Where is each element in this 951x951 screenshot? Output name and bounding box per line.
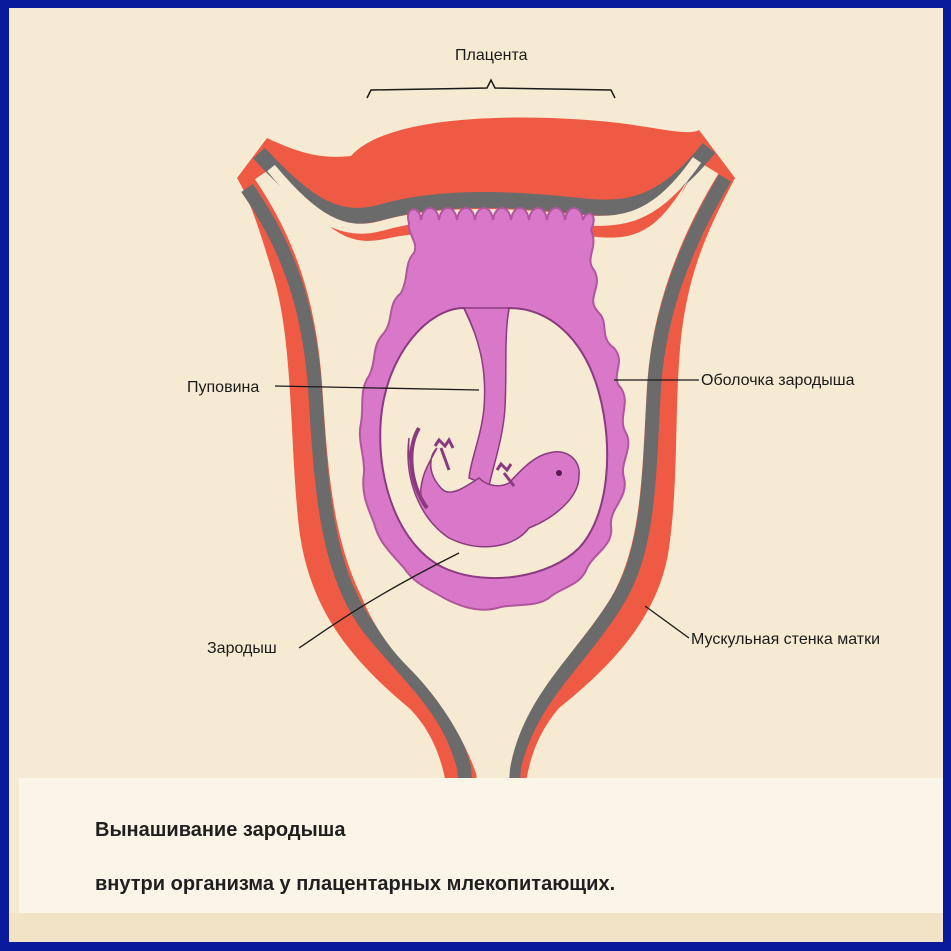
label-placenta: Плацента [455,47,528,64]
caption-line-1: Вынашивание зародыша [95,819,346,841]
label-uterus-wall: Мускульная стенка матки [691,631,880,648]
caption-backdrop [19,778,943,928]
uterus-diagram: Плацента Пуповина Оболочка зародыша Заро… [9,8,943,942]
leader-uterus-wall [645,606,689,638]
caption-line-2: внутри организма у плацентарных млекопит… [95,873,615,895]
caption-bottom-band [9,913,943,942]
label-membrane: Оболочка зародыша [701,372,855,389]
diagram-canvas: Плацента Пуповина Оболочка зародыша Заро… [9,8,943,942]
label-embryo: Зародыш [207,640,277,657]
embryo-eye [556,470,562,476]
label-umbilical-cord: Пуповина [187,379,259,396]
placenta-bracket [367,80,615,98]
